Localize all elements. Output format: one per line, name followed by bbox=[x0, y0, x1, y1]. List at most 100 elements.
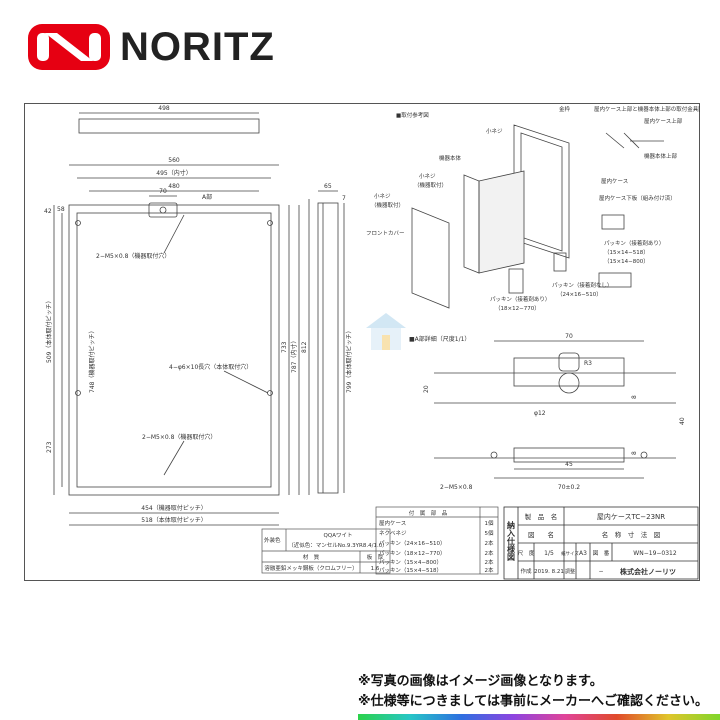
front-view bbox=[53, 112, 310, 526]
drawing-label: 図 名 bbox=[528, 530, 554, 539]
detail-dim: φ12 bbox=[534, 410, 546, 417]
exploded-label: 屋内ケース bbox=[601, 177, 628, 185]
parts-row-name: 屋内ケース bbox=[379, 519, 406, 527]
parts-row-qty: 2本 bbox=[485, 558, 494, 566]
side-view-labels: 65 7 799（本体取付ピッチ） bbox=[324, 183, 353, 393]
dim-left-509: 509（本体取付ピッチ） bbox=[45, 298, 53, 363]
detail-dim: 8 bbox=[631, 395, 638, 399]
material-value: 溶融亜鉛メッキ鋼板（クロムフリー） bbox=[264, 564, 357, 572]
parts-row-name: パッキン（15×4−800） bbox=[379, 559, 442, 566]
dim-bottom-pitch-518: 518（本体取付ピッチ） bbox=[141, 516, 206, 524]
label-mount-hole-bottom: 2−M5×0.8（機器取付穴） bbox=[142, 433, 216, 441]
exploded-label: 屋内ケース下板（組み付け済） bbox=[599, 194, 676, 202]
dim-left-273: 273 bbox=[46, 441, 53, 453]
exploded-label: 屋内ケース上部と機器本体上部の取付金具固定 bbox=[594, 105, 700, 113]
disclaimer-spec: ※仕様等につきましては事前にメーカーへご確認ください。 bbox=[358, 694, 708, 709]
parts-row-qty: 2本 bbox=[485, 549, 494, 557]
exploded-label: （15×14−800） bbox=[604, 258, 649, 265]
house-watermark-icon bbox=[366, 313, 406, 350]
date-value: 2019. 8.21 bbox=[534, 569, 564, 575]
material-head: 材 質 bbox=[303, 553, 320, 561]
exploded-view bbox=[411, 124, 664, 309]
product-name: 屋内ケースTC−23NR bbox=[597, 512, 665, 521]
parts-header: 付 属 部 品 bbox=[409, 509, 448, 517]
number-label: 図 番 bbox=[593, 550, 610, 557]
dim-right-787: 787（内寸） bbox=[290, 338, 298, 373]
scale-value: 1/5 bbox=[544, 550, 554, 557]
detail-a-labels: ■A部詳細（尺度1/1） 70 R3 φ12 20 8 40 8 45 70±0… bbox=[409, 333, 686, 491]
exploded-label: パッキン（接着剤あり） bbox=[490, 295, 550, 303]
side-view bbox=[317, 190, 345, 494]
exploded-label: （24×16−510） bbox=[557, 291, 602, 298]
parts-table-text: 付 属 部 品 屋内ケース 1個 ネクベネジ 5個 パッキン（24×16−510… bbox=[379, 509, 494, 574]
parts-row-qty: 2本 bbox=[485, 566, 494, 574]
parts-row-name: パッキン（15×4−518） bbox=[379, 567, 442, 574]
dim-inner-width: 495（内寸） bbox=[156, 169, 191, 177]
title-block bbox=[503, 506, 699, 580]
detail-dim: 2−M5×0.8 bbox=[440, 484, 473, 491]
brand-name: NORITZ bbox=[120, 24, 275, 69]
exploded-label: 小ネジ bbox=[419, 172, 436, 180]
dim-side-799: 799（本体取付ピッチ） bbox=[345, 328, 353, 393]
paint-table-text: 外装色 QQAワイト （近似色：マンセルNo.9.3YR8.4/1.0） 材 質… bbox=[264, 532, 388, 572]
exploded-label: （機器取付） bbox=[371, 201, 404, 209]
detail-a bbox=[434, 340, 676, 479]
exploded-title: ■取付参考図 bbox=[396, 111, 429, 119]
dim-width-70: 70 bbox=[159, 188, 167, 195]
company-name: 株式会社ノーリツ bbox=[620, 567, 676, 576]
detail-dim: 40 bbox=[679, 417, 686, 425]
dim-outer-width: 560 bbox=[168, 157, 180, 164]
detail-dim: R3 bbox=[584, 360, 592, 367]
exploded-label: （18×12−770） bbox=[495, 305, 540, 312]
paint-color-name: QQAワイト bbox=[324, 532, 353, 539]
date-label: 作成 bbox=[520, 567, 532, 575]
parts-row-name: ネクベネジ bbox=[379, 530, 407, 537]
rainbow-divider bbox=[358, 714, 720, 720]
check-value: − bbox=[598, 568, 603, 575]
dim-left-748: 748（機器取付ピッチ） bbox=[88, 328, 96, 393]
parts-row-qty: 5個 bbox=[485, 529, 494, 537]
exploded-label: パッキン（接着剤なし） bbox=[552, 281, 612, 289]
dim-left-58: 58 bbox=[57, 206, 65, 213]
label-mount-hole-top: 2−M5×0.8（機器取付穴） bbox=[96, 252, 170, 260]
exploded-label: 小ネジ bbox=[486, 127, 503, 135]
detail-dim: 70±0.2 bbox=[558, 484, 580, 491]
disclaimer-image: ※写真の画像はイメージ画像となります。 bbox=[358, 674, 603, 689]
product-label: 製 品 名 bbox=[525, 512, 558, 521]
thickness-head: 板 厚 bbox=[367, 553, 384, 561]
detail-dim: 45 bbox=[565, 461, 573, 468]
dim-right-812: 812 bbox=[301, 341, 308, 353]
drawing-name: 名 称 寸 法 図 bbox=[602, 530, 661, 539]
parts-row-qty: 2本 bbox=[485, 539, 494, 547]
paper-label: 紙サイズ bbox=[561, 550, 579, 557]
exploded-label: 機器本体 bbox=[439, 154, 462, 162]
exploded-label: 小ネジ bbox=[374, 192, 391, 200]
dim-right-733: 733 bbox=[281, 341, 288, 353]
dim-top-width: 498 bbox=[158, 105, 170, 112]
dim-side-7: 7 bbox=[342, 195, 346, 202]
parts-table bbox=[375, 506, 499, 575]
noritz-logo-icon bbox=[28, 24, 110, 70]
detail-dim: 20 bbox=[423, 385, 430, 393]
exploded-label: パッキン（接着剤あり） bbox=[604, 239, 664, 247]
exploded-label: 機器本体上部 bbox=[644, 152, 678, 160]
brand-logo: NORITZ bbox=[28, 24, 275, 70]
number-value: WN−19−0312 bbox=[633, 550, 677, 557]
exploded-label: 金枠 bbox=[559, 105, 571, 113]
detail-dim: 8 bbox=[631, 451, 638, 455]
exploded-label: （機器取付） bbox=[414, 181, 447, 189]
paint-color-label: 外装色 bbox=[264, 536, 281, 544]
title-side: 納入仕様図 bbox=[506, 520, 516, 562]
dim-side-65: 65 bbox=[324, 183, 332, 190]
parts-row-qty: 1個 bbox=[485, 519, 494, 527]
label-part-a: A部 bbox=[202, 193, 212, 201]
scale-label: 尺 度 bbox=[518, 549, 535, 557]
parts-row-name: パッキン（18×12−770） bbox=[379, 550, 446, 557]
exploded-label: フロントカバー bbox=[366, 230, 405, 237]
exploded-label: 屋内ケース上部 bbox=[644, 117, 683, 125]
detail-a-title: ■A部詳細（尺度1/1） bbox=[409, 335, 470, 343]
dim-left-42: 42 bbox=[44, 208, 52, 215]
parts-row-name: パッキン（24×16−510） bbox=[379, 540, 446, 547]
detail-dim: 70 bbox=[565, 333, 573, 340]
front-view-labels: 498 560 495（内寸） 480 70 A部 2−M5×0.8（機器取付穴… bbox=[44, 105, 308, 524]
